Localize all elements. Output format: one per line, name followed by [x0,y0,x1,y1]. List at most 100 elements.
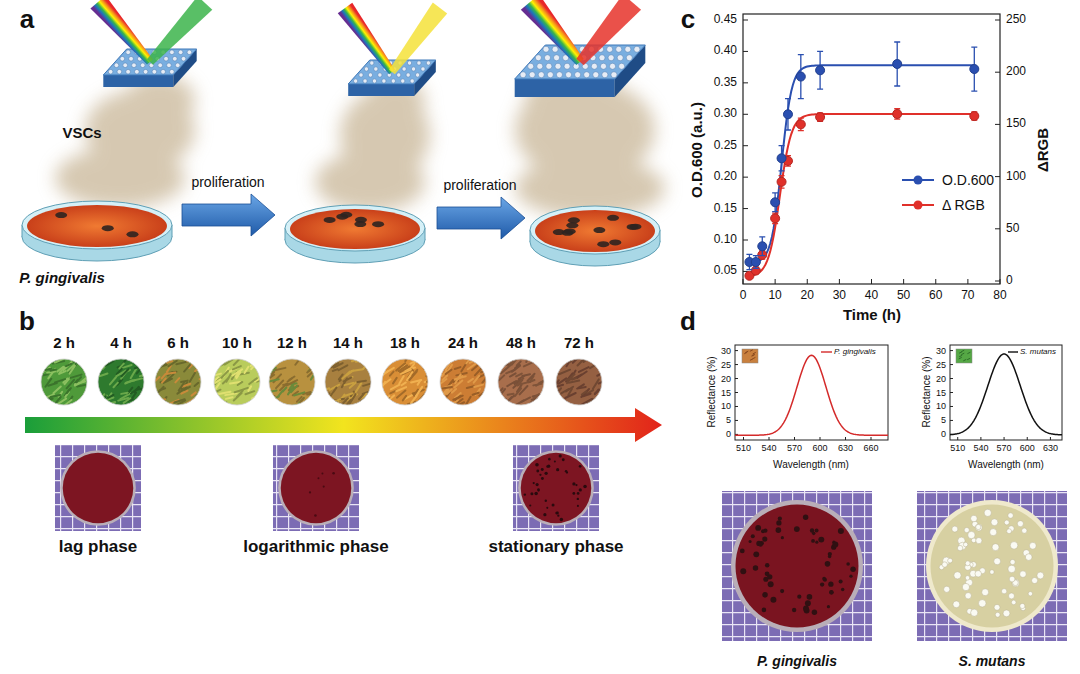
sensor-texture [963,359,966,361]
plot-frame [743,14,1000,284]
vsc-vapour [55,73,665,218]
sensor-sphere [123,63,128,68]
plate-colony [524,493,526,495]
sensor-texture [141,393,146,398]
axis-tick [743,437,744,440]
plate-colony [761,529,765,533]
panel-a-illustration [22,0,665,266]
plate-colony [321,473,323,475]
sensor-texture [565,393,575,398]
sensor-texture [468,379,473,382]
sensor-texture [314,369,319,371]
sensor-texture [352,369,363,371]
sensor-texture [403,396,406,401]
plate-colony [994,604,1000,610]
plate-colony [554,460,556,462]
sensor-texture [358,381,366,382]
sensor-sphere [543,46,549,52]
sensor-texture [89,379,96,380]
sensor-texture [156,377,160,381]
plate-colony [807,594,813,600]
tick-label: 70 [961,289,974,303]
plate-rim [278,450,354,526]
tick-label: 50 [897,289,910,303]
sensor-texture [254,400,260,402]
sensor-texture [238,382,243,385]
sensor-texture [586,355,591,358]
plate-rim [60,450,136,526]
bacterial-colony [102,225,114,231]
sensor-photo-rim [556,359,602,405]
sensor-inset [742,349,758,363]
photonic-sensor [103,49,196,87]
sensor-photo [268,353,326,407]
sensor-photo-ground [41,359,87,405]
plate-colony [815,541,818,544]
sensor-sphere [552,46,558,52]
plate-colony [557,515,559,517]
sensor-texture [569,381,580,383]
axis-tick [950,406,953,407]
plate-colony [828,581,833,586]
sensor-texture [174,399,184,402]
plate-colony [552,503,555,506]
sensor-photo-ground [556,359,602,405]
plate-colony [762,608,767,613]
sensor-texture [287,380,298,385]
plate-colony [749,540,752,543]
sensor-sphere [353,79,357,83]
sensor-texture [124,398,131,403]
axis-title: ΔRGB [1034,128,1051,172]
plate-colony [994,558,1001,565]
tick-label: 20 [936,373,946,383]
sensor-texture [599,379,608,383]
sensor-sphere [599,55,605,61]
plate-colony [828,552,832,556]
sensor-texture [162,374,165,378]
plate-colony [1037,572,1044,579]
sensor-texture [222,357,229,360]
sensor-photo-rim [155,359,201,405]
sensor-texture [373,362,376,366]
sensor-texture [512,366,520,372]
plate-colony [539,474,541,476]
plate-colony [1008,513,1013,518]
plate-colony [827,605,830,608]
plate-colony [537,488,539,490]
sensor-texture [560,355,565,363]
panel-letter: a [20,5,34,35]
sensor-texture [168,361,176,367]
sensor-texture [59,371,66,374]
sensor-sphere [546,63,552,69]
sensor-texture [67,380,74,388]
sensor-texture [143,373,152,377]
sensor-texture [959,352,962,354]
axis-tick [743,82,748,83]
sensor-texture [527,374,534,381]
legend-marker [914,176,923,185]
sensor-texture [157,359,166,361]
plate-colony [776,520,781,525]
sensor-texture [233,366,241,369]
plate-colony [954,572,961,579]
plate-colony [838,528,844,534]
sensor-texture [213,397,217,400]
sensor-sphere [372,79,376,83]
sensor-texture [468,363,477,370]
axis-tick [1027,437,1028,440]
sensor-sphere [178,50,183,55]
sensor-texture [297,397,302,402]
sensor-texture [216,401,221,403]
sensor-texture [753,352,756,354]
sensor-sphere [411,67,415,71]
sensor-photo [212,354,271,407]
sensor-sphere [378,73,382,77]
plate-colony [976,524,981,529]
plate-colony [803,514,808,519]
annotation: VSCs [62,124,101,141]
sensor-texture [120,354,130,358]
sensor-sphere [537,63,543,69]
sensor-texture [555,364,560,367]
sensor-texture [442,375,447,380]
sensor-texture [334,363,343,368]
